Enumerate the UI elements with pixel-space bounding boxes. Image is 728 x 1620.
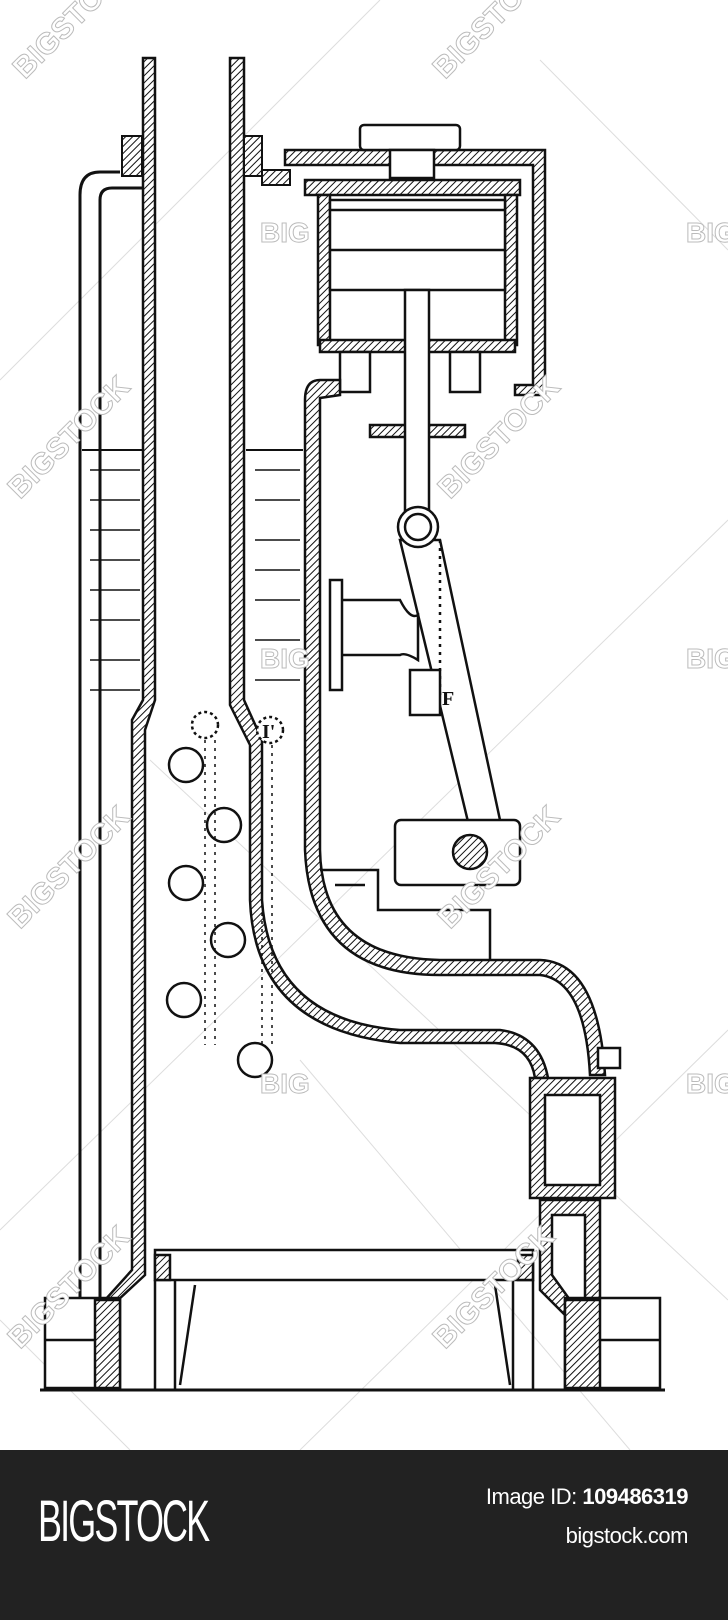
chimney-left-wall	[102, 56, 157, 1302]
svg-text:BIGSTOCK: BIGSTOCK	[2, 800, 137, 935]
bracket	[320, 868, 492, 960]
bigstock-logo: BIGSTOCK	[38, 1489, 210, 1554]
label-f: F	[442, 688, 454, 710]
image-id-label: Image ID:	[485, 1484, 577, 1509]
base	[40, 1248, 665, 1392]
water-level	[82, 449, 303, 691]
valve-chest	[528, 1046, 622, 1322]
footer-bar: BIGSTOCK Image ID: 109486319 bigstock.co…	[0, 1450, 728, 1620]
svg-text:BIG: BIG	[260, 643, 310, 674]
svg-text:BIG: BIG	[686, 217, 728, 248]
image-id: Image ID: 109486319	[485, 1484, 689, 1510]
svg-text:BIG: BIG	[686, 1068, 728, 1099]
top-flange	[121, 135, 143, 177]
svg-text:BIG: BIG	[260, 1068, 310, 1099]
svg-text:BIGSTOCK: BIGSTOCK	[2, 370, 137, 505]
crosshead-guide	[328, 578, 420, 692]
image-id-value: 109486319	[582, 1484, 688, 1509]
fire-tubes	[165, 710, 285, 1079]
svg-text:BIGSTOCK: BIGSTOCK	[427, 0, 562, 85]
connecting-rod	[393, 288, 522, 887]
label-i-prime: I'	[262, 721, 275, 743]
svg-text:BIGSTOCK: BIGSTOCK	[7, 0, 142, 85]
svg-text:BIG: BIG	[686, 643, 728, 674]
cylinder	[283, 123, 547, 439]
site-link[interactable]: bigstock.com	[565, 1523, 689, 1548]
svg-text:BIG: BIG	[260, 217, 310, 248]
exhaust-pipe	[303, 378, 607, 1077]
steam-engine-engraving: I' F BIGSTOCK BIGSTOCK BIGSTOCK BIGSTOCK…	[0, 0, 728, 1450]
